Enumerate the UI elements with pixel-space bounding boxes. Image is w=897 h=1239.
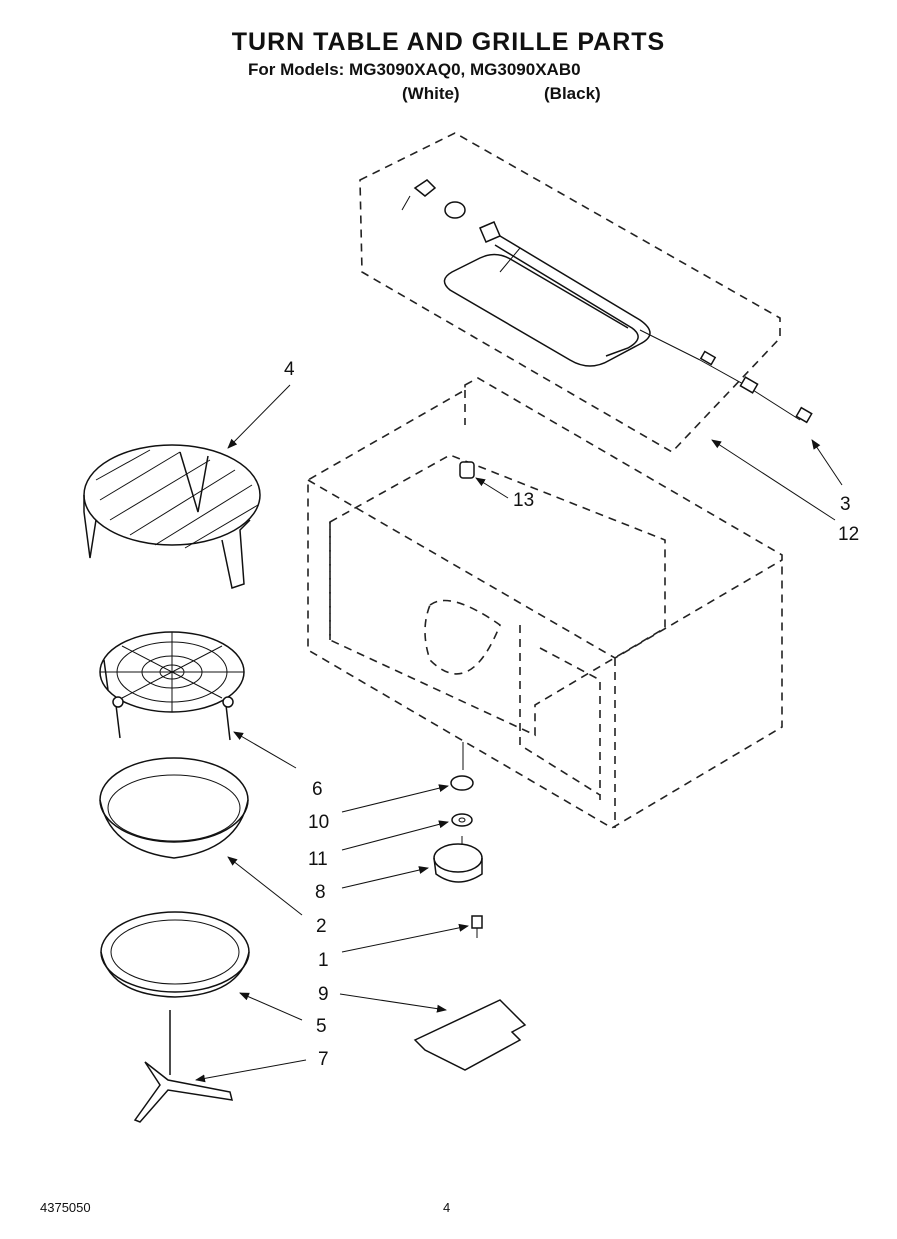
part-coupler	[133, 1010, 234, 1123]
callout-4: 4	[284, 359, 295, 380]
part-turntable-support	[99, 631, 245, 741]
variant-black-label: (Black)	[544, 84, 601, 103]
callout-7: 7	[318, 1049, 329, 1070]
document-number: 4375050	[40, 1200, 91, 1215]
callout-1: 1	[318, 950, 329, 971]
part-roller-ring	[100, 911, 250, 998]
callout-6: 6	[312, 779, 323, 800]
callout-2: 2	[316, 916, 327, 937]
part-glass-tray	[99, 757, 249, 859]
grille-housing-outline	[359, 132, 781, 454]
callout-9: 9	[318, 984, 329, 1005]
callout-leaders	[195, 384, 843, 1083]
heater-element	[401, 179, 813, 424]
callout-8: 8	[315, 882, 326, 903]
models-line: For Models: MG3090XAQ0, MG3090XAB0	[248, 60, 581, 79]
callout-12: 12	[838, 524, 859, 545]
callout-10: 10	[308, 812, 329, 833]
page-title: TURN TABLE AND GRILLE PARTS	[231, 28, 666, 56]
callout-11: 11	[308, 849, 328, 870]
variant-white-label: (White)	[402, 84, 460, 103]
part-rack	[83, 444, 261, 589]
callout-3: 3	[840, 494, 851, 515]
oven-cavity-outline	[307, 377, 783, 829]
callout-5: 5	[316, 1016, 327, 1037]
callout-13: 13	[513, 490, 534, 511]
page-number: 4	[443, 1200, 451, 1215]
part-motor-assembly	[413, 775, 527, 1071]
